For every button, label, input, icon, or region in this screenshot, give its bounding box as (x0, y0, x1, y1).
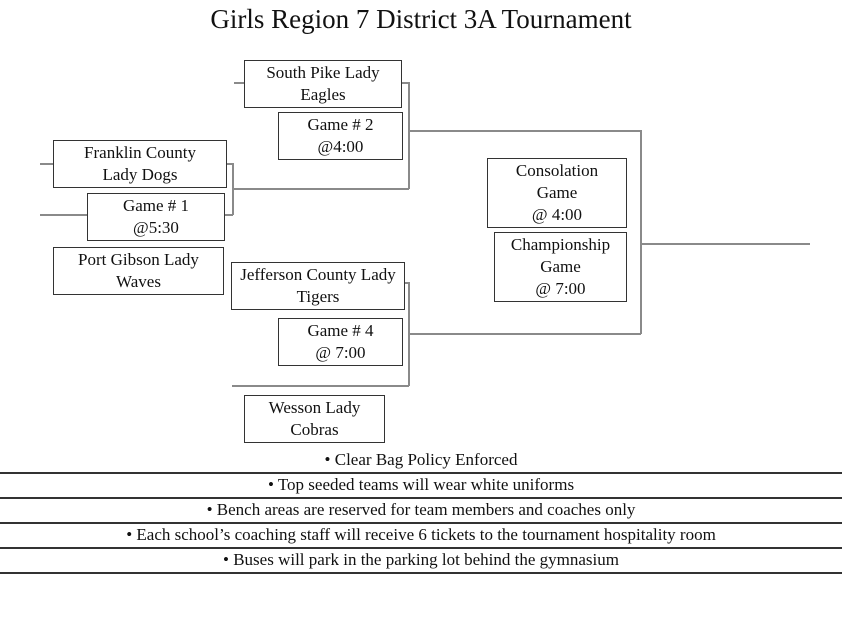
game-label: Game # 4 (307, 321, 374, 340)
note-tickets: • Each school’s coaching staff will rece… (126, 525, 716, 544)
bracket-line (234, 82, 245, 84)
note-clear-bag: • Clear Bag Policy Enforced (324, 450, 518, 469)
divider (0, 547, 842, 549)
bracket-line (226, 163, 233, 165)
game-1-box: Game # 1 @5:30 (87, 193, 225, 241)
divider (0, 572, 842, 574)
team-wesson: Wesson Lady Cobras (244, 395, 385, 443)
game-time: @ 7:00 (315, 343, 366, 362)
team-port-gibson: Port Gibson Lady Waves (53, 247, 224, 295)
game-time: @4:00 (317, 137, 364, 156)
bracket-line (224, 214, 233, 216)
game-time: @5:30 (133, 218, 179, 237)
bracket-line (408, 82, 410, 189)
team-south-pike: South Pike Lady Eagles (244, 60, 402, 108)
bracket-line (640, 130, 642, 334)
divider (0, 522, 842, 524)
divider (0, 497, 842, 499)
team-franklin: Franklin County Lady Dogs (53, 140, 227, 188)
divider (0, 472, 842, 474)
note-bench: • Bench areas are reserved for team memb… (206, 500, 636, 519)
team-name: Port Gibson Lady Waves (78, 250, 199, 291)
game-label: Game # 1 (122, 196, 190, 215)
bracket-line (401, 82, 409, 84)
bracket-line (404, 282, 409, 284)
bracket-line (408, 130, 641, 132)
bracket-line (40, 163, 54, 165)
game-time: @ 7:00 (535, 279, 586, 298)
game-label: Consolation Game (515, 161, 599, 202)
bracket-line (40, 214, 88, 216)
bracket-line (232, 385, 409, 387)
bracket-line (408, 333, 641, 335)
bracket-line (640, 243, 810, 245)
team-jefferson: Jefferson County Lady Tigers (231, 262, 405, 310)
game-time: @ 4:00 (531, 205, 583, 224)
team-name: Franklin County Lady Dogs (84, 143, 196, 184)
note-uniforms: • Top seeded teams will wear white unifo… (267, 475, 575, 494)
game-label: Championship Game (510, 235, 611, 276)
bracket-line (232, 188, 409, 190)
team-name: South Pike Lady Eagles (266, 63, 380, 104)
consolation-game-box: Consolation Game @ 4:00 (487, 158, 627, 228)
page-title: Girls Region 7 District 3A Tournament (210, 4, 632, 34)
game-2-box: Game # 2 @4:00 (278, 112, 403, 160)
team-name: Jefferson County Lady Tigers (240, 265, 396, 306)
game-label: Game # 2 (307, 115, 374, 134)
game-4-box: Game # 4 @ 7:00 (278, 318, 403, 366)
championship-game-box: Championship Game @ 7:00 (494, 232, 627, 302)
team-name: Wesson Lady Cobras (268, 398, 361, 439)
note-buses: • Buses will park in the parking lot beh… (223, 550, 619, 569)
